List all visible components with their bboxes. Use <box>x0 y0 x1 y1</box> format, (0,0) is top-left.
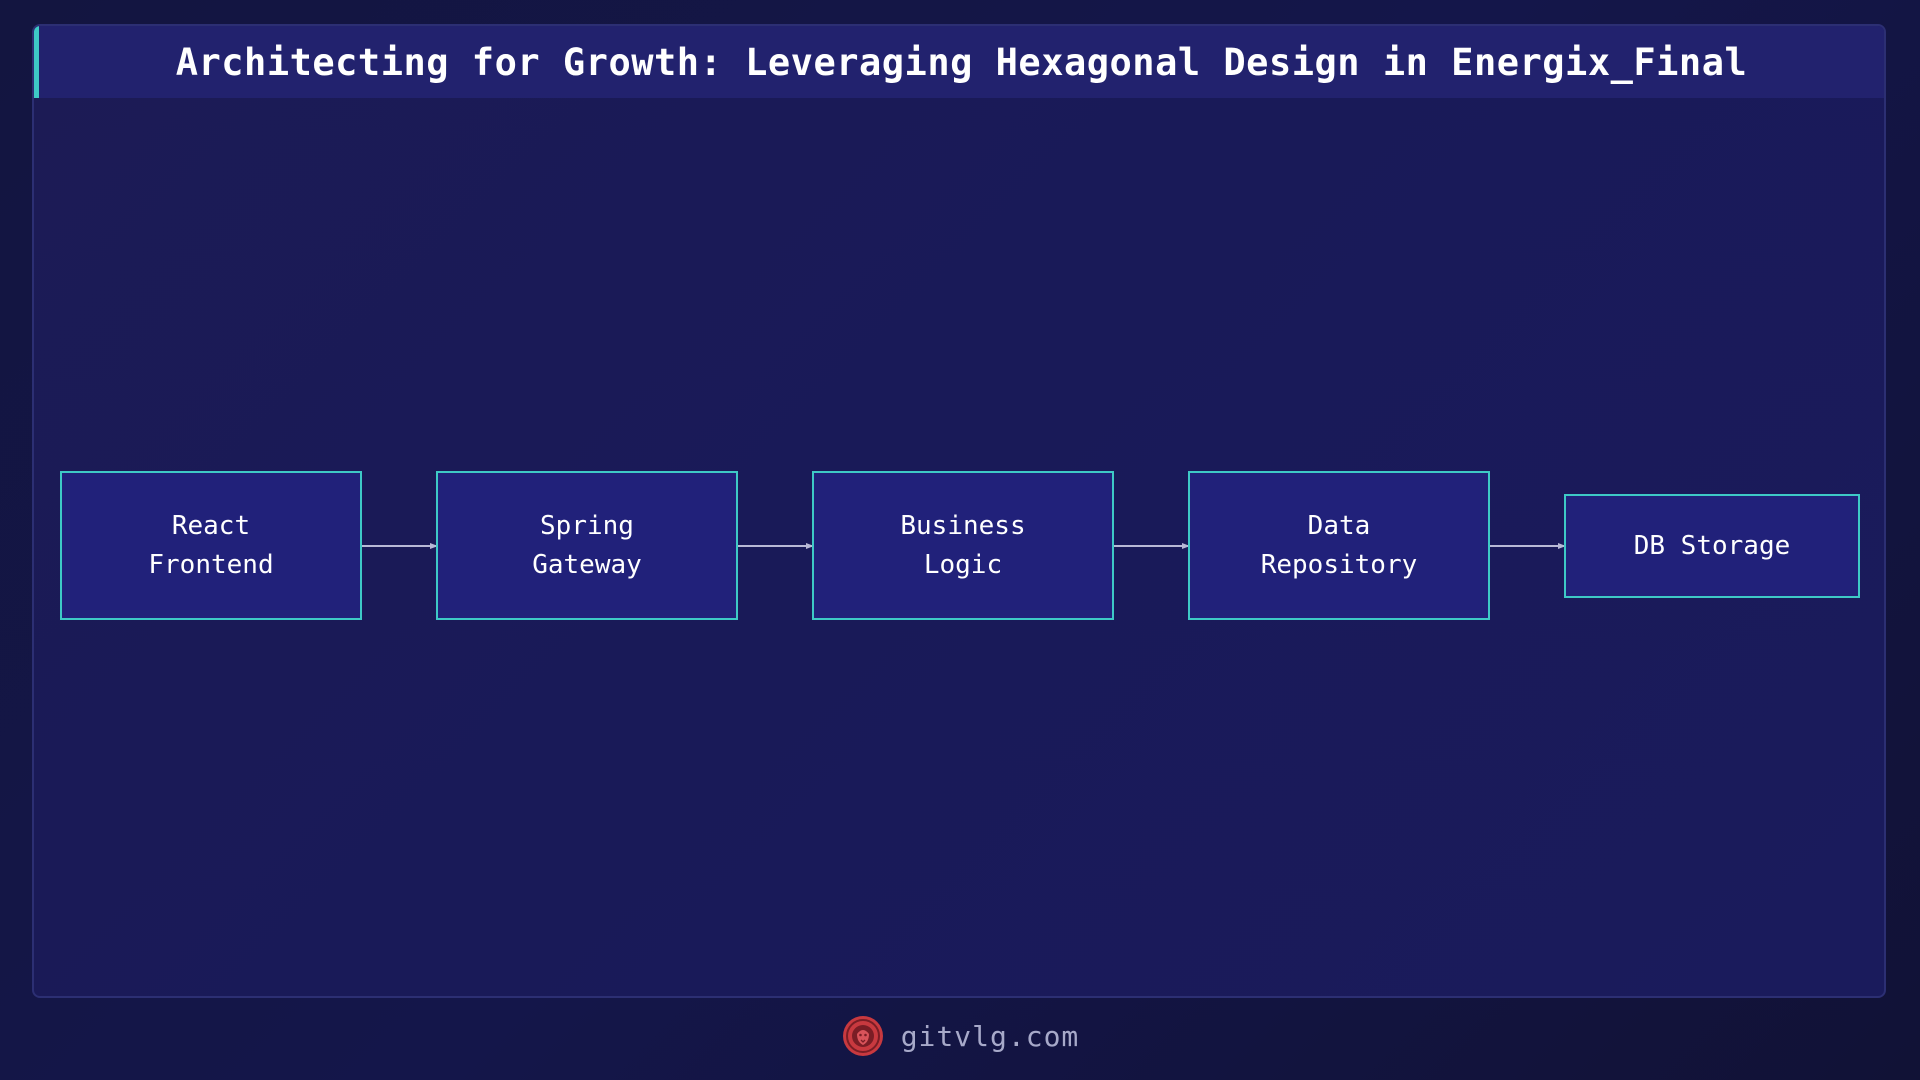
node-db-storage: DB Storage <box>1564 494 1860 598</box>
node-label: DB Storage <box>1633 530 1791 561</box>
footer-site-link[interactable]: gitvlg.com <box>900 1019 1080 1053</box>
title-bar: Architecting for Growth: Leveraging Hexa… <box>34 26 1884 98</box>
node-data-repository: Data Repository <box>1188 471 1490 620</box>
lion-logo-icon <box>842 1016 883 1056</box>
page-title: Architecting for Growth: Leveraging Hexa… <box>175 40 1748 84</box>
node-label: Data Repository <box>1260 510 1418 580</box>
node-label: Spring Gateway <box>532 510 642 580</box>
node-react-frontend: React Frontend <box>60 471 362 620</box>
node-spring-gateway: Spring Gateway <box>436 471 738 620</box>
footer: gitvlg.com <box>0 1010 1920 1062</box>
node-label: Business Logic <box>900 510 1026 580</box>
node-label: React Frontend <box>148 510 274 580</box>
node-business-logic: Business Logic <box>812 471 1114 620</box>
